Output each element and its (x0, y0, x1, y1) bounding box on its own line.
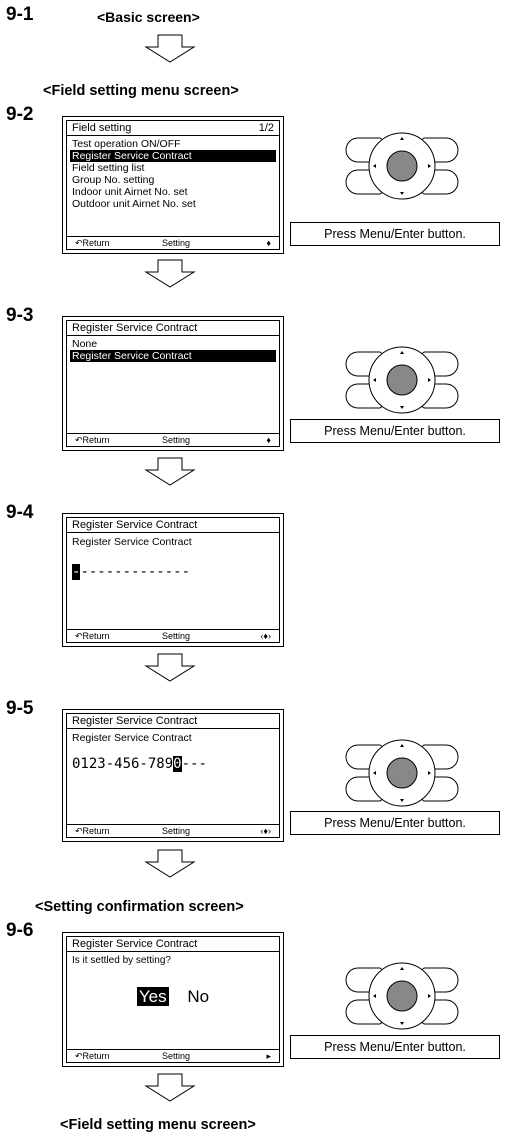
press-menu-enter-label: Press Menu/Enter button. (290, 222, 500, 246)
lcd-register-input-empty: Register Service Contract Register Servi… (66, 517, 280, 643)
step-9-2: 9-2 (6, 104, 34, 125)
step-9-6: 9-6 (6, 920, 34, 941)
press-menu-enter-label: Press Menu/Enter button. (290, 811, 500, 835)
contract-number-input[interactable]: 0123-456-7890--- (70, 756, 276, 772)
four-way-icon: ‹♦› (260, 826, 271, 836)
step-9-5: 9-5 (6, 698, 34, 719)
down-arrow-icon (144, 653, 196, 682)
controller-buttons-icon (345, 739, 459, 807)
option-register-service-contract[interactable]: Register Service Contract (70, 350, 276, 362)
heading-setting-confirmation: <Setting confirmation screen> (35, 899, 244, 915)
four-way-icon: ‹♦› (260, 631, 271, 641)
return-icon: ↶ (75, 631, 83, 641)
step-9-4: 9-4 (6, 502, 34, 523)
menu-item-register-service-contract[interactable]: Register Service Contract (70, 150, 276, 162)
controller-buttons-icon (345, 132, 459, 200)
lcd-title: Register Service Contract (72, 519, 198, 531)
setting-key[interactable]: Setting (162, 238, 191, 248)
return-key[interactable]: ↶Return (75, 238, 110, 248)
contract-number-input[interactable]: -------------- (70, 564, 276, 580)
menu-item-indoor-airnet[interactable]: Indoor unit Airnet No. set (72, 186, 188, 198)
option-none[interactable]: None (72, 338, 98, 350)
input-placeholder-dashes: ------------- (80, 564, 191, 580)
return-key[interactable]: ↶Return (75, 631, 110, 641)
input-placeholder-dashes: --- (181, 756, 207, 772)
heading-field-setting-menu: <Field setting menu screen> (43, 83, 239, 99)
down-arrow-icon (144, 849, 196, 878)
controller-buttons-icon (345, 346, 459, 414)
lcd-title: Register Service Contract (72, 715, 198, 727)
setting-key[interactable]: Setting (162, 435, 191, 445)
lcd-title: Field setting (72, 122, 132, 134)
return-icon: ↶ (75, 826, 83, 836)
yes-option[interactable]: Yes (136, 987, 169, 1006)
step-9-3: 9-3 (6, 305, 34, 326)
return-key[interactable]: ↶Return (75, 1051, 110, 1061)
return-key[interactable]: ↶Return (75, 435, 110, 445)
step-9-1: 9-1 (6, 4, 34, 25)
heading-basic-screen: <Basic screen> (97, 9, 200, 25)
lcd-field-setting: Field setting 1/2 Test operation ON/OFF R… (66, 120, 280, 250)
down-arrow-icon (144, 34, 196, 63)
lcd-register-select: Register Service Contract None Register … (66, 320, 280, 447)
controller-buttons-icon (345, 962, 459, 1030)
input-label: Register Service Contract (72, 536, 192, 548)
page-indicator: 1/2 (258, 122, 274, 134)
menu-item-group-no-setting[interactable]: Group No. setting (72, 174, 155, 186)
menu-item-test-operation[interactable]: Test operation ON/OFF (72, 138, 181, 150)
lcd-setting-confirmation: Register Service Contract Is it settled … (66, 936, 280, 1063)
up-down-icon: ♦ (266, 435, 271, 445)
input-value: 0123-456-789 (72, 756, 174, 772)
setting-key[interactable]: Setting (162, 1051, 191, 1061)
lcd-title: Register Service Contract (72, 938, 198, 950)
lcd-title: Register Service Contract (72, 322, 198, 334)
lcd-register-input-filled: Register Service Contract Register Servi… (66, 713, 280, 838)
press-menu-enter-label: Press Menu/Enter button. (290, 419, 500, 443)
menu-item-outdoor-airnet[interactable]: Outdoor unit Airnet No. set (72, 198, 196, 210)
return-icon: ↶ (75, 435, 83, 445)
heading-field-setting-menu-end: <Field setting menu screen> (60, 1117, 256, 1133)
input-cursor: 0 (173, 756, 182, 772)
input-cursor: - (72, 564, 81, 580)
setting-key[interactable]: Setting (162, 631, 191, 641)
no-option[interactable]: No (187, 987, 210, 1006)
right-arrow-icon: ▸ (266, 1051, 271, 1061)
press-menu-enter-label: Press Menu/Enter button. (290, 1035, 500, 1059)
return-icon: ↶ (75, 1051, 83, 1061)
return-icon: ↶ (75, 238, 83, 248)
setting-key[interactable]: Setting (162, 826, 191, 836)
menu-item-field-setting-list[interactable]: Field setting list (72, 162, 145, 174)
confirm-question: Is it settled by setting? (72, 955, 171, 966)
down-arrow-icon (144, 457, 196, 486)
down-arrow-icon (144, 259, 196, 288)
down-arrow-icon (144, 1073, 196, 1102)
return-key[interactable]: ↶Return (75, 826, 110, 836)
up-down-icon: ♦ (266, 238, 271, 248)
input-label: Register Service Contract (72, 732, 192, 744)
